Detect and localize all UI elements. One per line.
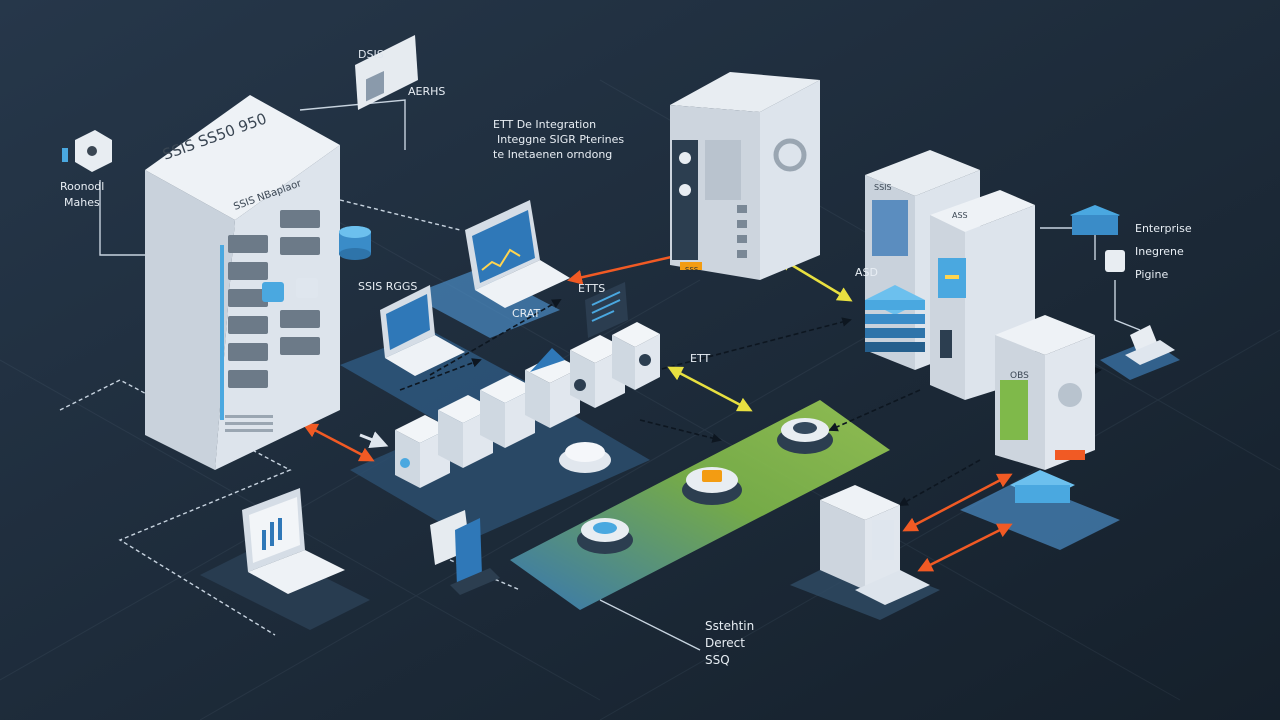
note-line-3: te Inetaenen orndong xyxy=(493,148,612,161)
module-cubes xyxy=(395,322,660,488)
database-icon xyxy=(339,226,371,260)
right-server-tag: ASS xyxy=(952,211,968,220)
laptop-top-tag: CRAT xyxy=(512,307,541,320)
orange-arrow-left xyxy=(302,423,375,462)
laptop-bottom xyxy=(242,488,345,594)
platform-modules xyxy=(350,390,650,540)
top-card-title: DSIS xyxy=(358,48,384,61)
right-tower-tag: OBS xyxy=(1010,371,1029,381)
laptop-top xyxy=(465,200,570,308)
link-icon xyxy=(262,278,318,302)
note-line-2: Integgne SIGR Pterines xyxy=(497,133,624,146)
module-cube xyxy=(570,335,625,408)
laptop-left xyxy=(380,285,465,376)
role-label-1: Roonodl xyxy=(60,180,104,193)
cloud-icon xyxy=(1070,205,1125,272)
ssis-server-cabinet: SSIS SS50 950 SSIS NBaplaor xyxy=(145,95,340,470)
flow-node-left xyxy=(577,518,633,554)
enterprise-line-1: Enterprise xyxy=(1135,222,1192,235)
platform-laptop-top xyxy=(410,268,560,338)
ssis-node-label: SSIS RGGS xyxy=(358,280,417,293)
note-line-1: ETT De Integration xyxy=(493,118,596,131)
white-arrow xyxy=(359,431,389,449)
stack-tag: ASD xyxy=(855,266,878,279)
orange-arrow-bottom xyxy=(917,523,1013,572)
workstation xyxy=(820,485,930,605)
module-cube xyxy=(612,322,660,390)
people-icon xyxy=(62,130,112,172)
device-right xyxy=(1125,325,1175,365)
blue-box xyxy=(1010,470,1075,503)
orange-arrow-right xyxy=(902,473,1013,532)
bottom-note-2: Derect xyxy=(705,636,745,650)
top-server-tag: SSS xyxy=(685,266,699,274)
top-card: DSIS AERHS xyxy=(355,35,445,110)
database-stack xyxy=(865,285,925,352)
mid-server-tag: SSIS xyxy=(874,183,892,192)
role-label-2: Mahes xyxy=(64,196,100,209)
etts-monitor xyxy=(585,282,628,338)
top-card-label: AERHS xyxy=(408,85,445,98)
server-tower-top xyxy=(670,72,820,280)
flow-node-right xyxy=(777,418,833,454)
flow-node-small xyxy=(559,442,611,473)
bottom-note-1: Sstehtin xyxy=(705,619,754,633)
flow-node-center xyxy=(682,467,742,505)
server-tower-right xyxy=(995,315,1095,470)
orange-arrow-top xyxy=(567,253,681,285)
mid-tag-label: ETT xyxy=(690,352,710,365)
bottom-note-3: SSQ xyxy=(705,653,730,667)
enterprise-line-2: Inegrene xyxy=(1135,245,1184,258)
enterprise-line-3: Pigine xyxy=(1135,268,1168,281)
yellow-arrow-mid xyxy=(667,366,753,412)
mobile-device xyxy=(430,510,500,595)
etts-label: ETTS xyxy=(578,282,605,295)
